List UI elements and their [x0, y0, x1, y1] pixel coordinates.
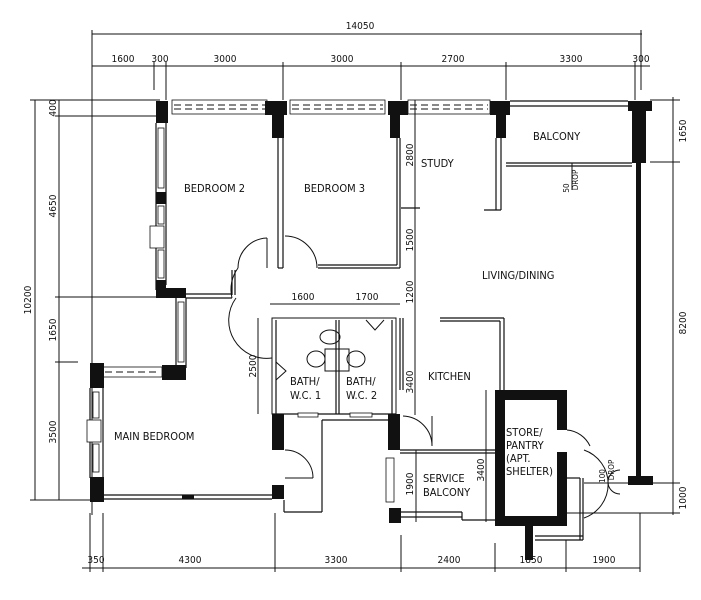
dim-bottom-350: 350: [87, 555, 104, 566]
dim-right-1000: 1000: [678, 486, 689, 509]
dim-right-1650: 1650: [678, 119, 689, 142]
dim-left-400: 400: [48, 99, 59, 116]
dim-bath2-1700: 1700: [356, 292, 379, 303]
room-label-store-line2: PANTRY: [506, 439, 545, 452]
dim-bottom-3300: 3300: [325, 555, 348, 566]
dim-kitchen-3400: 3400: [405, 370, 416, 393]
door-swing-bedroom3: [284, 235, 318, 269]
dim-top-1600: 1600: [112, 54, 135, 65]
dim-top-3000b: 3000: [331, 54, 354, 65]
door-swing-kitchen: [402, 415, 433, 447]
top-dimensions: 14050 1600 300 3000 3000 2700 3300 300: [91, 21, 650, 515]
room-label-service-balcony-line2: BALCONY: [423, 486, 471, 499]
door-swing-corridor: [230, 267, 239, 299]
walls: [86, 99, 653, 560]
dim-study-2800: 2800: [405, 143, 416, 166]
door-swing-entry-small: [607, 469, 621, 495]
dim-top-300b: 300: [632, 54, 649, 65]
room-label-living-dining: LIVING/DINING: [482, 269, 554, 282]
room-label-bath1-line2: W.C. 1: [290, 389, 321, 402]
door-swing-entry: [583, 449, 609, 519]
dim-top-3300: 3300: [560, 54, 583, 65]
dim-top-2700: 2700: [442, 54, 465, 65]
dim-bath1-1600: 1600: [292, 292, 315, 303]
dim-overall-width: 14050: [346, 21, 375, 32]
dim-overall-height: 10200: [23, 285, 34, 314]
dim-right-8200: 8200: [678, 311, 689, 334]
dim-corridor-1200: 1200: [405, 280, 416, 303]
dim-service-1900: 1900: [405, 472, 416, 495]
room-label-service-balcony-line1: SERVICE: [423, 472, 465, 485]
dim-bottom-4300: 4300: [179, 555, 202, 566]
room-label-store-line4: SHELTER): [506, 465, 553, 478]
balcony-drop-label: DROP: [571, 169, 580, 190]
bottom-dimensions: 350 4300 3300 2400 1850 1900: [82, 513, 641, 572]
dim-top-3000a: 3000: [214, 54, 237, 65]
room-label-store-line3: (APT.: [506, 452, 530, 465]
room-label-bedroom-3: BEDROOM 3: [304, 182, 365, 195]
room-label-balcony: BALCONY: [533, 130, 581, 143]
left-dimensions: 10200 400 4650 1650 3500: [23, 99, 160, 501]
door-swing-store: [566, 429, 591, 447]
dim-bath-2500: 2500: [248, 354, 259, 377]
room-label-store-line1: STORE/: [506, 426, 543, 439]
room-label-bath2-line1: BATH/: [346, 375, 376, 388]
dim-left-3500: 3500: [48, 420, 59, 443]
entry-drop-label: DROP: [607, 459, 616, 480]
dim-bottom-2400: 2400: [438, 555, 461, 566]
dim-top-300a: 300: [151, 54, 168, 65]
dim-bottom-1850: 1850: [520, 555, 543, 566]
dim-corridor-1500: 1500: [405, 228, 416, 251]
room-label-bedroom-2: BEDROOM 2: [184, 182, 245, 195]
dim-left-1650: 1650: [48, 318, 59, 341]
door-swing-main-bedroom: [284, 449, 314, 479]
drop-annotations: 50 DROP 100 DROP: [562, 169, 616, 483]
dim-store-3400: 3400: [476, 458, 487, 481]
room-label-bath1-line1: BATH/: [290, 375, 320, 388]
door-swing-bedroom2: [237, 237, 268, 269]
entry-drop-value: 100: [598, 469, 607, 483]
room-label-study: STUDY: [421, 157, 455, 170]
room-label-bath2-line2: W.C. 2: [346, 389, 377, 402]
door-swing-bath1: [228, 297, 273, 359]
right-dimensions: 1650 8200 1000: [560, 97, 689, 515]
dim-bottom-1900: 1900: [593, 555, 616, 566]
room-labels: BEDROOM 2 BEDROOM 3 STUDY BALCONY LIVING…: [114, 130, 581, 499]
room-label-kitchen: KITCHEN: [428, 370, 471, 383]
interior-dimensions: 2800 1500 1200 3400 1600 1700 2500 1900 …: [248, 100, 487, 522]
room-label-main-bedroom: MAIN BEDROOM: [114, 430, 194, 443]
doors: [228, 235, 632, 519]
balcony-drop-value: 50: [562, 183, 571, 193]
dim-left-4650: 4650: [48, 194, 59, 217]
